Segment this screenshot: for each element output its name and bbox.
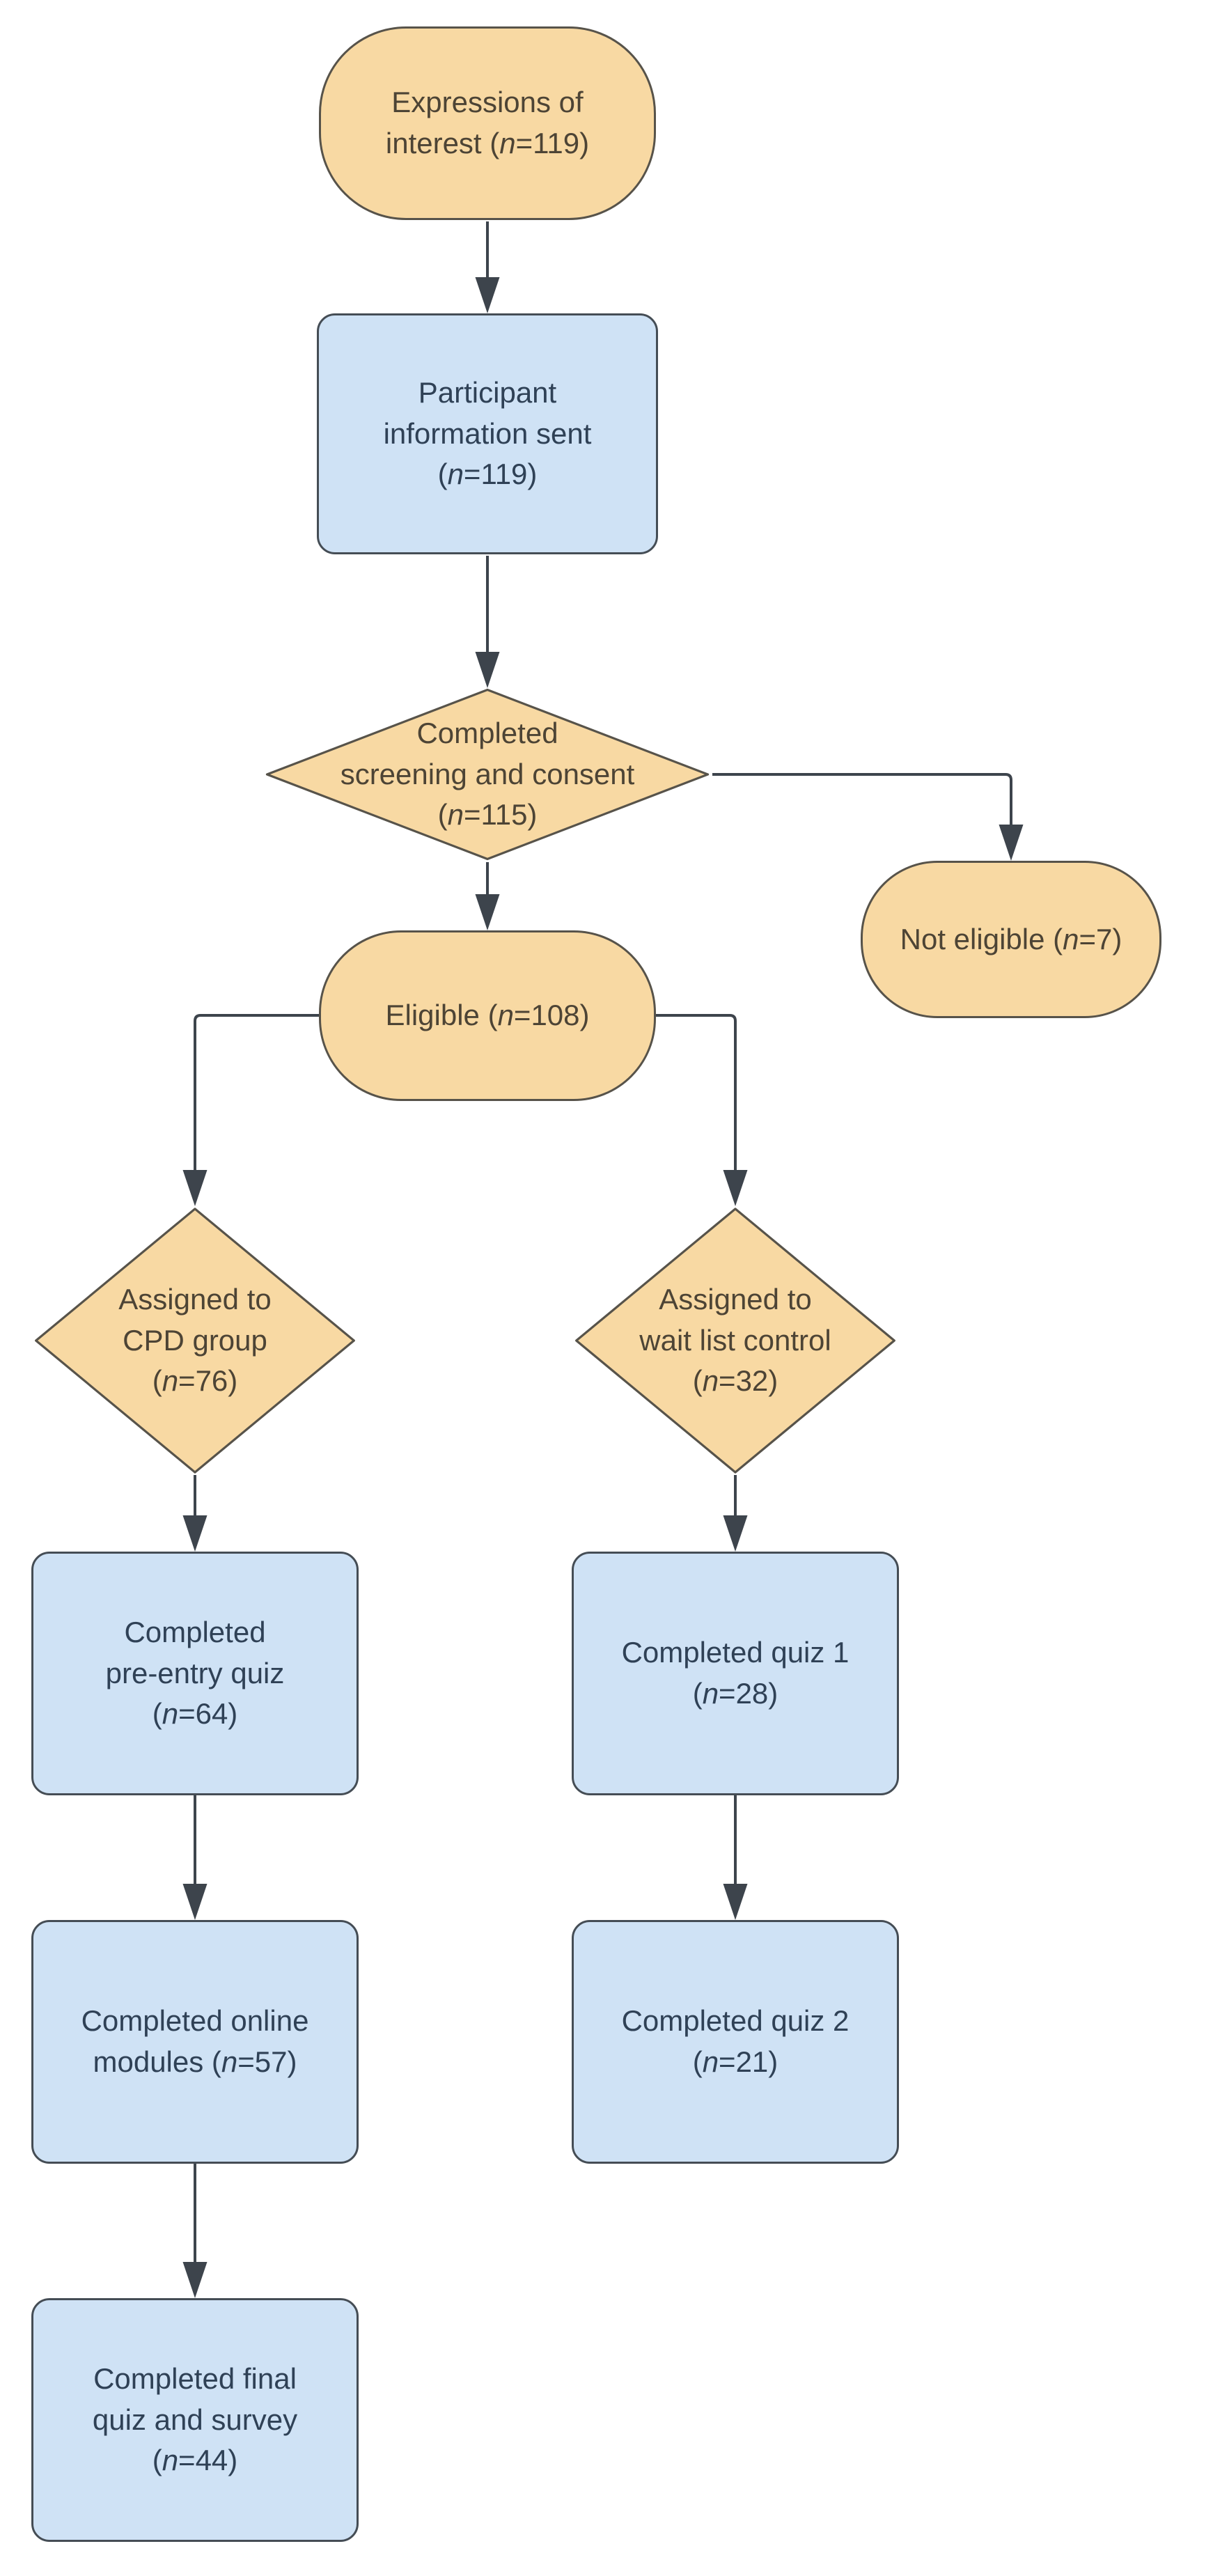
node-label: Eligible (n=108) [385,999,590,1032]
diamond-shape [33,1206,357,1475]
node-completed-quiz-2: Completed quiz 2(n=21) [572,1920,899,2164]
diamond-shape [263,688,712,861]
arrowhead-icon [182,2262,208,2298]
arrowhead-icon [723,1884,748,1920]
node-label: Completed quiz 2(n=21) [621,2004,850,2078]
connector-eligible-to-waitlist [656,1014,737,1170]
node-completed-quiz-1: Completed quiz 1(n=28) [572,1552,899,1795]
arrowhead-icon [723,1515,748,1552]
arrowhead-icon [475,894,500,930]
arrowhead-icon [475,277,500,313]
diamond-shape [573,1206,898,1475]
arrowhead-icon [182,1884,208,1920]
arrowhead-icon [182,1515,208,1552]
arrowhead-icon [182,1170,208,1206]
node-label: Not eligible (n=7) [900,922,1122,955]
arrowhead-icon [475,652,500,688]
node-label: Completed quiz 1(n=28) [621,1636,850,1710]
arrowhead-icon [999,825,1024,861]
connector-eligible-to-cpd [194,1014,319,1170]
node-eligible: Eligible (n=108) [319,930,656,1101]
node-not-eligible: Not eligible (n=7) [861,861,1161,1018]
arrowhead-icon [723,1170,748,1206]
connector-screening-to-not-eligible [712,773,1012,825]
